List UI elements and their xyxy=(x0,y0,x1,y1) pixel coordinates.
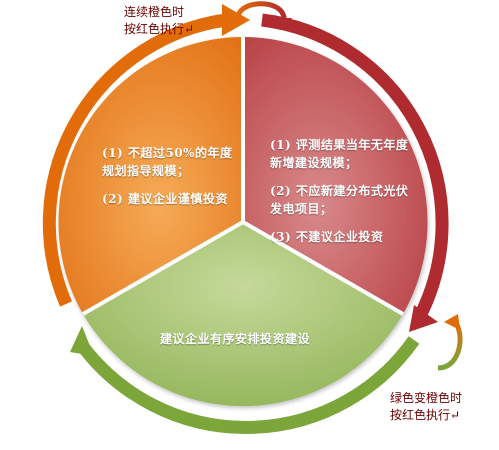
top-note-line1: 连续橙色时 xyxy=(124,5,185,19)
divider-line xyxy=(242,220,404,316)
green-item-1: 建议企业有序安排投资建设 xyxy=(160,332,311,346)
red-outer-arrow xyxy=(261,13,449,319)
orange-arrowhead xyxy=(222,4,250,36)
red-segment xyxy=(243,37,428,314)
bottom-note-line2: 按红色执行↵ xyxy=(390,408,461,422)
orange-item-1: (1) 不超过50%的年度规划指导规模； xyxy=(102,146,233,178)
red-item-1: (1) 评测结果当年无年度新增建设规模； xyxy=(270,138,409,170)
red-item-3: (3) 不建议企业投资 xyxy=(270,230,384,244)
curved-arrow-orange-to-red-icon xyxy=(235,1,292,30)
orange-item-2: (2) 建议企业谨慎投资 xyxy=(102,192,228,206)
top-note-line2: 按红色执行↵ xyxy=(124,22,195,36)
green-outer-arrow xyxy=(78,336,420,434)
red-segment-text: (1) 评测结果当年无年度新增建设规模； (2) 不应新建分布式光伏发电项目； … xyxy=(270,136,410,256)
bottom-note: 绿色变橙色时 按红色执行↵ xyxy=(390,390,462,424)
green-segment-text: 建议企业有序安排投资建设 xyxy=(160,330,360,358)
curved-arrow-green-to-orange-icon xyxy=(437,314,463,371)
orange-outer-arrow xyxy=(42,13,227,307)
red-arrowhead xyxy=(409,305,438,332)
green-arrowhead xyxy=(70,326,94,356)
red-item-2: (2) 不应新建分布式光伏发电项目； xyxy=(270,184,409,216)
top-note: 连续橙色时 按红色执行↵ xyxy=(124,4,194,38)
orange-segment-text: (1) 不超过50%的年度规划指导规模； (2) 建议企业谨慎投资 xyxy=(102,144,242,218)
orange-segment xyxy=(58,37,244,314)
bottom-note-line1: 绿色变橙色时 xyxy=(390,391,463,405)
divider-line xyxy=(82,220,244,316)
